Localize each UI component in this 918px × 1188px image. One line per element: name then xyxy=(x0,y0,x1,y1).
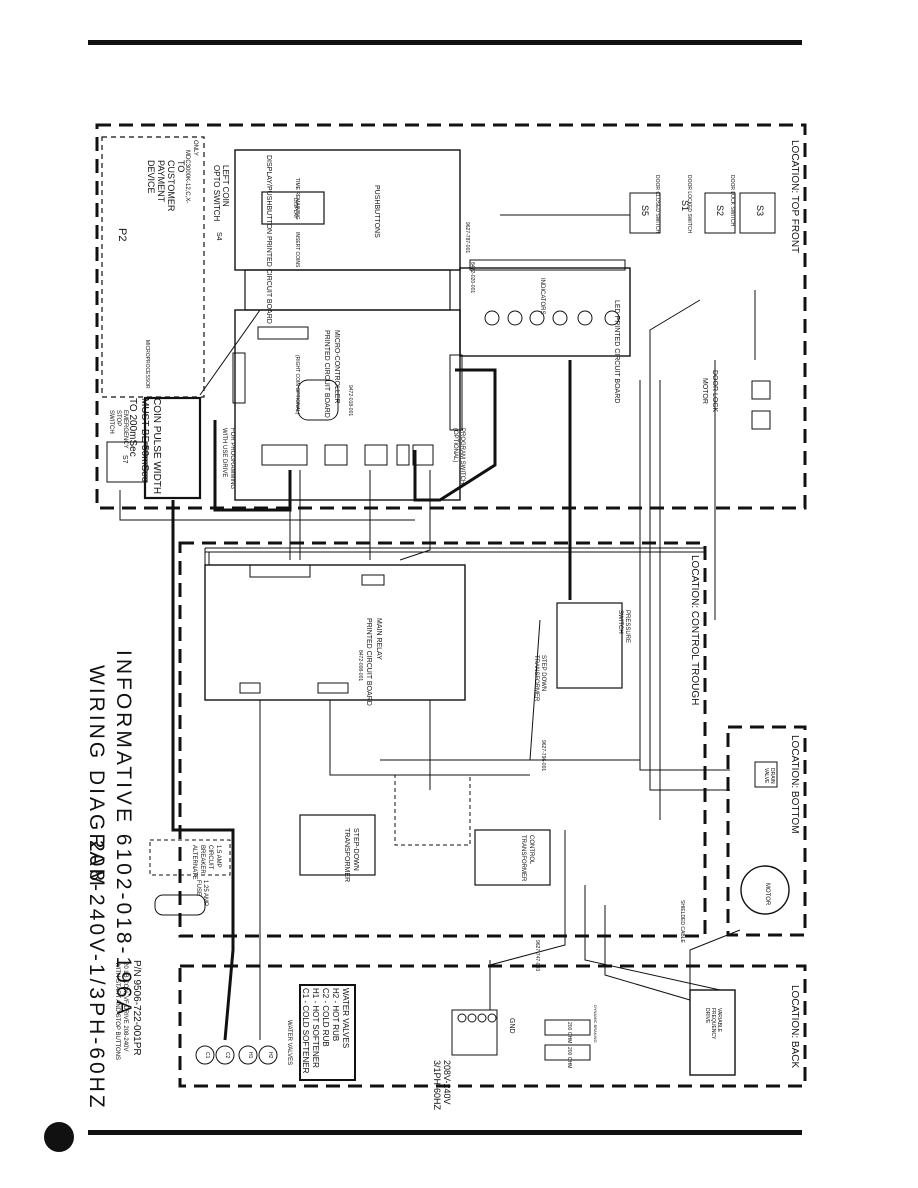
insert-coins-label: INSERT COINS xyxy=(294,232,300,268)
supply-label: 208V-240V 3/1PH-60HZ xyxy=(432,1060,452,1111)
main-relay-board xyxy=(204,564,466,701)
pushbuttons-label: PUSHBUTTONS xyxy=(373,185,380,238)
section-top-front xyxy=(95,123,807,510)
valve-c1: C1 xyxy=(204,1052,210,1059)
resistor-value-2: 200 OHM xyxy=(566,1047,572,1069)
indicators-label: INDICATORS xyxy=(539,278,545,315)
page-marker-dot xyxy=(44,1122,74,1152)
circuit-breaker-label: 1.5 AMP CIRCUIT BREAKER ALTERNATE xyxy=(191,845,221,880)
door-lock-motor-label-1: DOOR LOCK xyxy=(711,370,718,413)
micro-board-title-1: MICRO-CONTROLLER xyxy=(333,330,340,404)
led-board-part: 8472-020-001 xyxy=(469,262,475,294)
only-label: ONLY xyxy=(192,140,198,156)
programming-note-2: WITH USE DRIVE xyxy=(221,428,227,478)
switch-s2: S2 xyxy=(715,205,725,217)
left-coin-s4: S4 xyxy=(215,232,222,241)
title-voltage: 208-240V-1/3PH-60HZ xyxy=(85,840,108,1111)
emergency-stop-label: EMERGENCY STOP SWITCH xyxy=(108,410,128,449)
main-relay-title-1: MAIN RELAY xyxy=(375,618,382,660)
microprocessor-label: MICROPROCESSOR xyxy=(144,340,150,389)
door-lock-motor-label-2: MOTOR xyxy=(701,378,708,404)
switch-s1: S1 xyxy=(680,200,690,212)
p2-label: P2 xyxy=(116,228,128,242)
emergency-s7: S7 xyxy=(121,455,128,464)
part-number-desc2: WITH START AND STOP BUTTONS xyxy=(114,962,120,1061)
coin-pulse-note xyxy=(143,396,202,500)
vfd-label: VARIABLE FREQUENCY DRIVE xyxy=(704,1008,722,1040)
step-down-small-label: STEP DOWN TRANSFORMER xyxy=(533,655,546,702)
valve-h1: H1 xyxy=(247,1052,253,1059)
switch-s5: S5 xyxy=(640,205,650,217)
bottom-rule xyxy=(88,1130,802,1135)
section-control-trough xyxy=(178,541,707,938)
customer-payment-label: TO CUSTOMER PAYMENT DEVICE xyxy=(146,160,186,212)
customer-payment-area xyxy=(101,136,205,398)
section-label-back: LOCATION: BACK xyxy=(789,985,800,1069)
led-board-title: LED PRINTED CIRCUIT BOARD xyxy=(613,300,620,404)
resistor-value-1: 200 OHM xyxy=(566,1022,572,1044)
water-valves-label: WATER VALVES xyxy=(286,1020,292,1066)
top-rule xyxy=(88,40,802,45)
right-coin-optional: (RIGHT COIN OPTIONAL) xyxy=(294,355,300,415)
main-relay-part: 8472-008-001 xyxy=(357,650,363,682)
valve-h2: H2 xyxy=(267,1052,273,1059)
door-closed-switch-label: DOOR CLOSED SWITCH xyxy=(654,175,660,234)
motor-label: MOTOR xyxy=(764,883,770,906)
switch-s3: S3 xyxy=(755,205,765,217)
section-bottom xyxy=(726,725,807,937)
micro-board-part: 9472-018-001 xyxy=(347,385,353,417)
display-board-part: 9627-787-001 xyxy=(464,222,470,254)
gnd-label: GND xyxy=(508,1018,515,1034)
left-coin-label-1: LEFT COIN xyxy=(221,165,230,207)
drain-valve-label: DRAIN VALVE xyxy=(763,768,775,784)
main-relay-title-2: PRINTED CIRCUIT BOARD xyxy=(365,618,372,706)
step-down-big-label: STEP-DOWN TRANSFORMER xyxy=(343,828,359,883)
display-label: DISPLAY xyxy=(292,198,298,219)
mdc-label: MDC3000K-12,C,X- xyxy=(184,150,190,204)
door-lock-switch-label: DOOR LOCK SWITCH xyxy=(729,175,735,227)
section-label-control-trough: LOCATION: CONTROL TROUGH xyxy=(689,555,700,706)
shielded-cable: SHIELDED CABLE xyxy=(679,900,685,943)
valve-c2: C2 xyxy=(224,1052,230,1059)
section-back xyxy=(178,964,807,1088)
water-valves-legend: WATER VALVES H2 - HOT RUB C2 - COLD RUB … xyxy=(301,988,350,1074)
harness-747: 9627-747-003 xyxy=(534,940,540,972)
display-window xyxy=(261,191,325,225)
section-label-top-front: LOCATION: TOP FRONT xyxy=(789,140,800,254)
part-number-desc: 20 LB CON, VF DRIVE 208-240V xyxy=(122,962,128,1052)
micro-controller-board xyxy=(234,309,461,501)
micro-board-title-2: PRINTED CIRCUIT BOARD xyxy=(323,330,330,418)
coin-pulse-text: COIN PULSE WIDTH MUST BE 50mSec TO 200mS… xyxy=(127,398,162,495)
program-switch-label: PROGRAM SWITCH (OPTIONAL) xyxy=(452,428,465,485)
section-label-bottom: LOCATION: BOTTOM xyxy=(789,735,800,834)
fuse-label: 1.25 AMP FUSE xyxy=(195,880,208,907)
display-board-title: DISPLAY/PUSHBUTTON PRINTED CIRCUIT BOARD xyxy=(265,155,272,324)
harness-796: 9627-796-001 xyxy=(540,740,546,772)
left-coin-label-2: OPTO SWITCH xyxy=(212,165,221,222)
resistor-label: DYNAMIC BRAKING xyxy=(593,1005,598,1043)
part-number: P/N 9506-722-001PR xyxy=(131,960,142,1056)
control-transformer-label: CONTROL TRANSFORMER xyxy=(520,835,534,882)
programming-note-1: FOR PROGRAMMING xyxy=(229,428,235,489)
pressure-switch-label: PRESSURE SWITCH xyxy=(617,610,630,644)
